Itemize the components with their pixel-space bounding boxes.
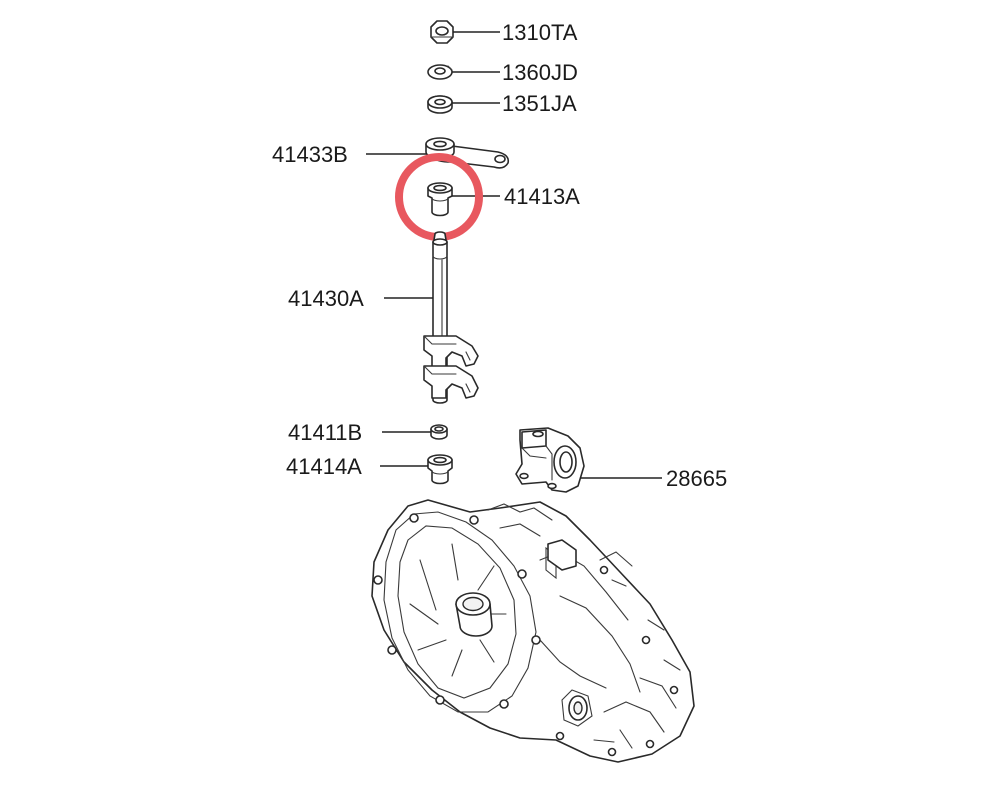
label-41414A[interactable]: 41414A — [286, 454, 362, 479]
transaxle-case — [371, 499, 695, 763]
label-41411B[interactable]: 41411B — [288, 420, 362, 445]
label-1360JD[interactable]: 1360JD — [502, 60, 578, 85]
part-1351JA-washer — [427, 95, 453, 114]
part-1310TA-nut — [430, 20, 454, 44]
part-41411B-seal — [430, 424, 448, 440]
label-41433B[interactable]: 41433B — [272, 142, 348, 167]
part-28665-bracket — [515, 427, 585, 493]
part-41413A-bushing — [427, 182, 453, 217]
label-41413A[interactable]: 41413A — [504, 184, 580, 209]
label-1351JA[interactable]: 1351JA — [502, 91, 577, 116]
label-1310TA[interactable]: 1310TA — [502, 20, 578, 45]
part-41430A-shift-rail — [423, 231, 479, 404]
part-41414A-bushing — [427, 454, 453, 485]
label-41430A[interactable]: 41430A — [288, 286, 364, 311]
label-28665[interactable]: 28665 — [666, 466, 727, 491]
part-1360JD-lock-washer — [427, 64, 453, 80]
